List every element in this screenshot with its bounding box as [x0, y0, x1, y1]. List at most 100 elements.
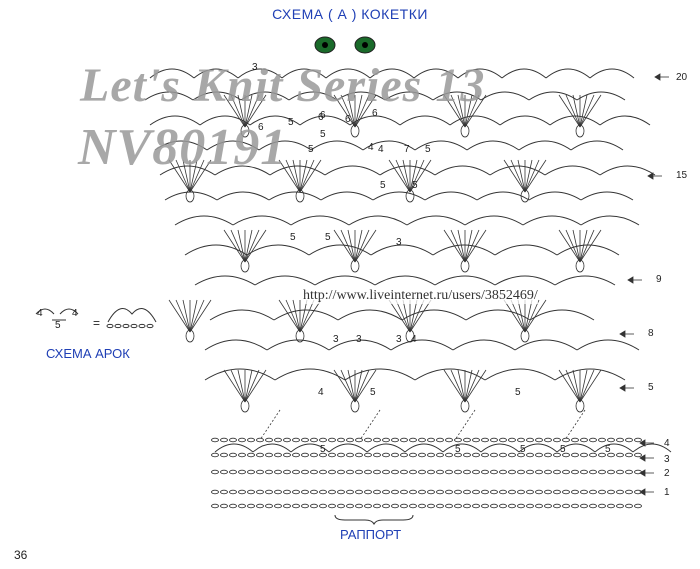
- chain-arch: [328, 443, 368, 453]
- chain-stitch: [238, 452, 246, 458]
- chain-arch: [494, 275, 556, 286]
- chain-stitch: [490, 437, 498, 443]
- chain-arch: [452, 339, 516, 351]
- double-crochet-stitch: [510, 299, 526, 333]
- arrow-head: [654, 73, 661, 81]
- repeat-bracket: [334, 514, 414, 526]
- chain-stitch: [409, 452, 417, 458]
- stitch-count: 4: [378, 144, 384, 155]
- double-crochet-stitch: [244, 369, 260, 403]
- row-arrows: [619, 73, 669, 496]
- picot-cluster: [350, 399, 360, 413]
- double-crochet-stitch: [565, 369, 581, 403]
- double-crochet-stitch: [558, 94, 581, 128]
- chain-arch: [290, 443, 330, 453]
- double-crochet-stitch: [244, 229, 267, 263]
- chain-arch: [254, 275, 316, 286]
- chain-stitch: [337, 503, 345, 509]
- chain-stitch: [508, 452, 516, 458]
- double-crochet-stitch: [354, 94, 377, 128]
- chain-arch: [545, 68, 591, 79]
- watermark-series: Let's Knit Series 13: [80, 59, 486, 112]
- chain-stitch: [436, 489, 444, 495]
- picot-cluster: [240, 124, 250, 138]
- double-crochet-stitch: [347, 229, 356, 263]
- chain-stitch: [247, 489, 255, 495]
- chain-stitch: [319, 452, 327, 458]
- chain-stitch: [553, 437, 561, 443]
- chain-stitch: [355, 469, 363, 475]
- chain-stitch: [409, 469, 417, 475]
- chain-stitch: [382, 503, 390, 509]
- chain-stitch: [337, 489, 345, 495]
- stitch-count: 5: [290, 232, 296, 243]
- chain-arch: [599, 115, 651, 126]
- chain-stitch: [616, 437, 624, 443]
- double-crochet-stitch: [237, 94, 246, 128]
- chain-stitch: [138, 323, 146, 329]
- chain-arch: [413, 68, 459, 79]
- chain-arch: [372, 191, 426, 201]
- chain-stitch: [301, 437, 309, 443]
- chain-arch: [432, 244, 496, 256]
- double-crochet-stitch: [168, 299, 191, 333]
- chain-stitch: [454, 503, 462, 509]
- double-crochet-stitch: [278, 159, 301, 193]
- double-crochet-stitch: [278, 299, 301, 333]
- chain-stitch: [598, 489, 606, 495]
- chain-stitch: [517, 469, 525, 475]
- chain-arch: [194, 275, 256, 286]
- arrow-head: [639, 454, 646, 462]
- chain-arch: [484, 368, 556, 381]
- picot-cluster: [405, 189, 415, 203]
- chain-stitch: [535, 469, 543, 475]
- double-crochet-stitch: [464, 369, 473, 403]
- chain-stitch: [292, 489, 300, 495]
- chain-stitch: [283, 452, 291, 458]
- stitch-count: 3: [333, 334, 339, 345]
- chain-arch: [465, 309, 531, 321]
- chain-arch: [362, 140, 416, 151]
- double-crochet-stitch: [565, 94, 581, 128]
- double-crochet-stitch: [244, 94, 253, 128]
- chain-arch: [518, 443, 558, 453]
- chain-stitch: [220, 469, 228, 475]
- stitch-count: 5: [325, 232, 331, 243]
- chain-stitch: [310, 489, 318, 495]
- chain-stitch: [499, 437, 507, 443]
- crochet-chain-rows: [211, 437, 672, 509]
- chain-stitch: [589, 503, 597, 509]
- chain-stitch: [283, 489, 291, 495]
- double-crochet-stitch: [347, 94, 356, 128]
- chain-arch: [414, 368, 486, 381]
- chain-stitch: [346, 503, 354, 509]
- double-crochet-stitch: [354, 94, 363, 128]
- chain-stitch: [319, 489, 327, 495]
- double-crochet-stitch: [299, 159, 322, 193]
- chain-stitch: [328, 489, 336, 495]
- chain-stitch: [625, 437, 633, 443]
- stitch-count: 3: [356, 334, 362, 345]
- chain-stitch: [454, 452, 462, 458]
- picot-cluster: [185, 329, 195, 343]
- chain-arch: [589, 68, 635, 79]
- chain-stitch: [247, 452, 255, 458]
- chain-stitch: [580, 437, 588, 443]
- chain-arch: [480, 443, 520, 453]
- diagram-title: СХЕМА ( А ) КОКЕТКИ: [272, 6, 428, 22]
- chain-arch: [174, 215, 234, 226]
- chain-stitch: [418, 503, 426, 509]
- chain-stitch: [274, 489, 282, 495]
- connector-line: [359, 409, 381, 441]
- chain-stitch: [328, 469, 336, 475]
- chain-arch: [501, 68, 547, 79]
- picot-cluster: [520, 189, 530, 203]
- chain-arch: [366, 443, 406, 453]
- double-crochet-stitch: [517, 299, 526, 333]
- double-crochet-stitch: [464, 94, 473, 128]
- chain-stitch: [526, 469, 534, 475]
- chain-stitch: [310, 503, 318, 509]
- arrow-head: [639, 488, 646, 496]
- chain-stitch: [490, 452, 498, 458]
